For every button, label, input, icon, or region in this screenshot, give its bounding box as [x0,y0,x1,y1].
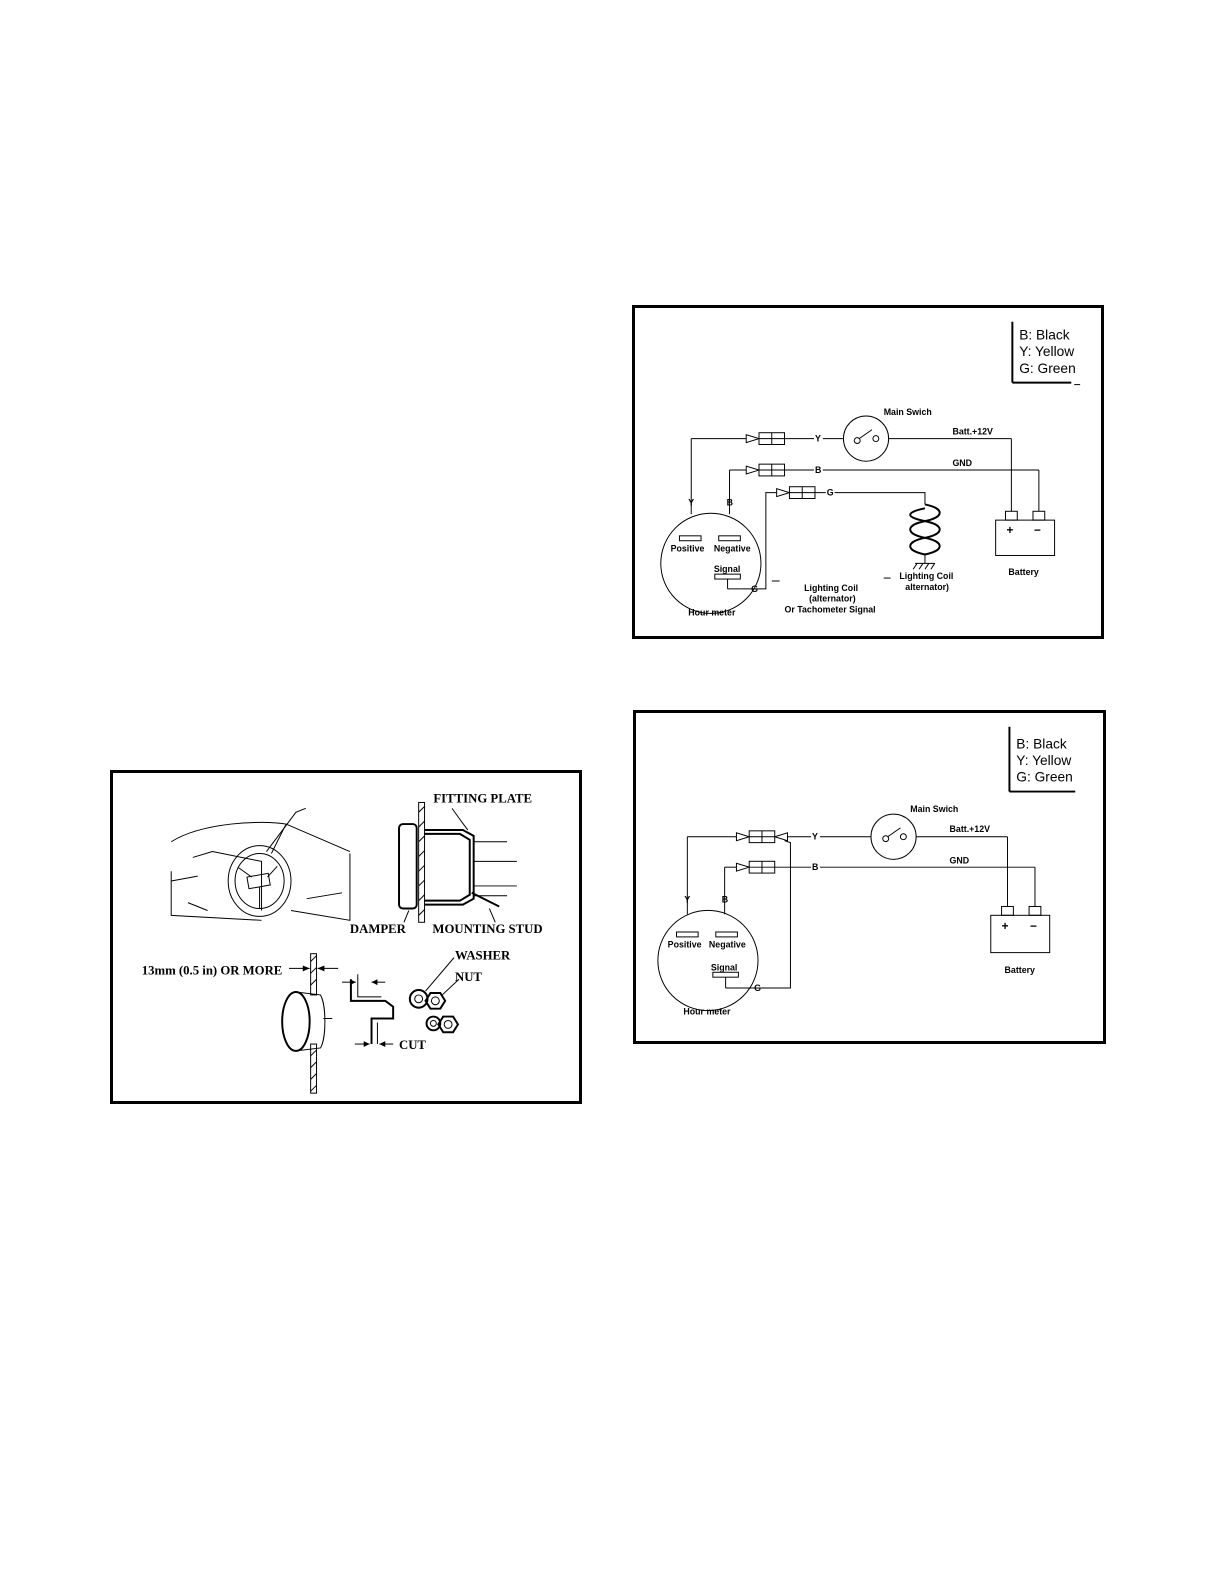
negative-terminal-label-2: Negative [709,940,746,950]
clearance-illustration [281,953,460,1094]
wire-b-label-2: B [812,862,818,872]
washer-label: WASHER [455,949,511,963]
coil-label-2: alternator) [905,582,949,592]
nut-label: NUT [455,970,482,984]
meter-y-label: Y [688,497,694,507]
mounting-diagram-drawing: FITTING PLATE DAMPER MOUNTING STUD [142,791,543,1094]
hour-meter-label-2: Hour meter [683,1006,731,1016]
mounting-diagram: FITTING PLATE DAMPER MOUNTING STUD [110,770,582,1104]
battery-minus: − [1034,524,1041,537]
main-switch-symbol [842,415,890,462]
coil-label-1: Lighting Coil [899,571,953,581]
legend-black-2: B: Black [1016,736,1067,751]
battery-plus-2: + [1002,920,1009,933]
battery-symbol-2 [990,905,1051,954]
wiring-diagram-1-drawing: B: Black Y: Yellow G: Green Main Swich Y… [660,321,1081,617]
wire-color-legend: B: Black Y: Yellow G: Green [1011,321,1081,386]
damper-label: DAMPER [350,922,407,936]
positive-terminal-label: Positive [671,544,705,554]
legend-green: G: Green [1019,361,1076,376]
gnd-label: GND [952,458,972,468]
signal-source-3: Or Tachometer Signal [785,604,876,614]
legend-green-2: G: Green [1016,770,1073,785]
signal-source-1: Lighting Coil [804,583,858,593]
legend-yellow-2: Y: Yellow [1016,753,1071,768]
fitting-plate-label: FITTING PLATE [433,791,532,805]
signal-terminal-label-2: Signal [711,962,738,972]
dashboard-steering-wheel-illustration [170,807,351,921]
main-switch-label-2: Main Swich [910,804,958,814]
battery-minus-2: − [1030,920,1037,933]
wire-g-meter-label: G [751,584,758,594]
wiring-diagram-lighting-coil: B: Black Y: Yellow G: Green Main Swich Y… [632,305,1104,639]
batt-12v-label-2: Batt.+12V [950,824,991,834]
clearance-label: 13mm (0.5 in) OR MORE [142,963,283,977]
main-switch-label: Main Swich [884,407,932,417]
wire-y-label-2: Y [812,832,818,842]
main-switch-symbol-2 [870,813,917,860]
meter-b-label: B [727,497,733,507]
signal-source-2: (alternator) [809,594,856,604]
legend-yellow: Y: Yellow [1019,344,1074,359]
lighting-coil-symbol [909,503,941,570]
cut-label: CUT [399,1038,426,1052]
wire-b-label: B [815,465,821,475]
signal-terminal-label: Signal [714,564,741,574]
hour-meter-symbol [660,512,762,614]
meter-y-label-2: Y [684,895,690,905]
hour-meter-label: Hour meter [688,607,736,617]
negative-terminal-label: Negative [714,544,751,554]
battery-symbol [995,510,1056,556]
fitting-plate-illustration [398,801,517,923]
mounting-stud-label: MOUNTING STUD [432,922,542,936]
wiring-diagram-2-drawing: B: Black Y: Yellow G: Green Main Swich Y… [657,726,1076,1016]
meter-b-label-2: B [722,895,728,905]
gnd-label-2: GND [950,855,970,865]
battery-label-2: Battery [1005,965,1036,975]
battery-plus: + [1006,524,1013,537]
battery-label: Battery [1008,567,1039,577]
positive-terminal-label-2: Positive [668,940,702,950]
wire-color-legend-2: B: Black Y: Yellow G: Green [1008,726,1076,793]
wire-g-meter-label-2: G [754,983,761,993]
wire-g-label: G [827,488,834,498]
batt-12v-label: Batt.+12V [952,427,993,437]
legend-black: B: Black [1019,327,1070,342]
hour-meter-symbol-2 [657,909,759,1012]
wire-y-label: Y [815,434,821,444]
wiring-diagram-loop: B: Black Y: Yellow G: Green Main Swich Y… [633,710,1106,1044]
